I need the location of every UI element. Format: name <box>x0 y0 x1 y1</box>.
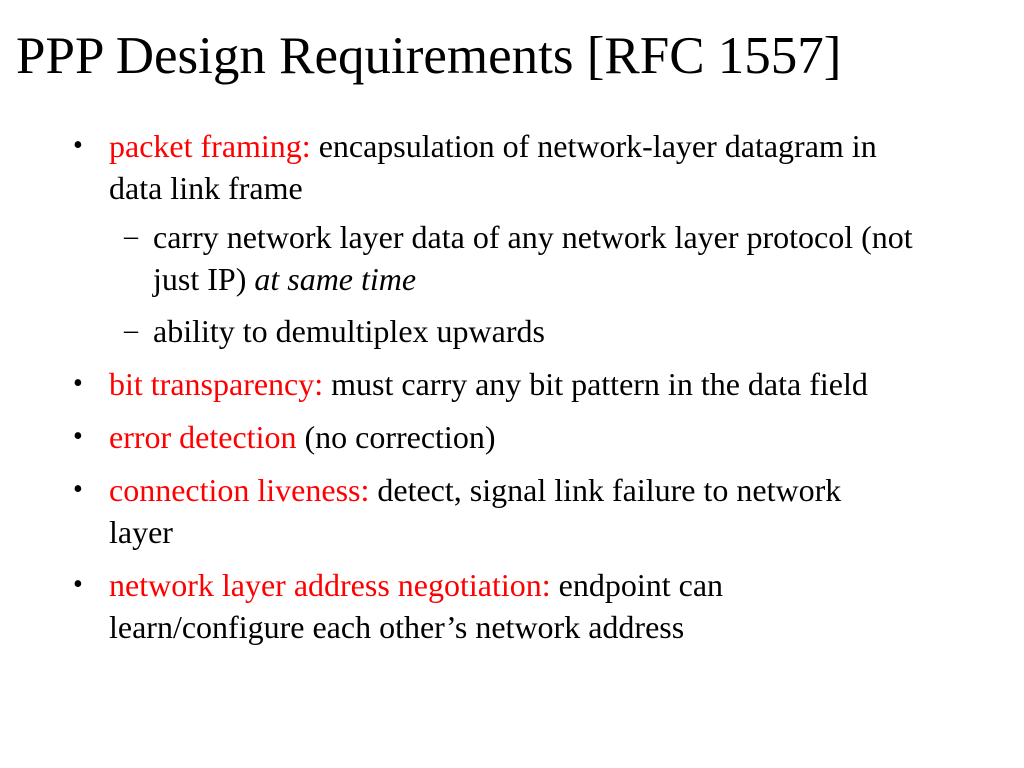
bullet-text: error detection (no correction) <box>109 416 909 458</box>
bullet-description: detect, signal link failure to network l… <box>109 472 842 550</box>
bullet-text: network layer address negotiation: endpo… <box>109 564 909 648</box>
bullet-description: (no correction) <box>296 419 496 455</box>
sub-bullet-text: carry network layer data of any network … <box>153 216 913 300</box>
bullet-term: packet framing: <box>109 128 311 164</box>
sub-bullet-marker: – <box>124 315 138 346</box>
sub-bullet-description: ability to demultiplex upwards <box>153 313 545 349</box>
bullet-item-error-detection: • error detection (no correction) <box>0 416 1024 458</box>
bullet-marker: • <box>73 130 83 161</box>
bullet-description: must carry any bit pattern in the data f… <box>323 366 868 402</box>
bullet-marker: • <box>73 368 83 399</box>
bullet-description: endpoint can learn/configure each other’… <box>109 567 724 645</box>
bullet-term: bit transparency: <box>109 366 324 402</box>
sub-bullet-text: ability to demultiplex upwards <box>153 310 913 352</box>
bullet-marker: • <box>73 474 83 505</box>
slide-title: PPP Design Requirements [RFC 1557] <box>16 27 842 85</box>
bullet-text: connection liveness: detect, signal link… <box>109 469 909 553</box>
sub-bullet-marker: – <box>124 221 138 252</box>
bullet-item-packet-framing: • packet framing: encapsulation of netwo… <box>0 125 1024 209</box>
bullet-list: • packet framing: encapsulation of netwo… <box>0 125 1024 648</box>
bullet-term: error detection <box>109 419 297 455</box>
sub-bullet-item-carry-data: – carry network layer data of any networ… <box>0 216 1024 300</box>
sub-bullet-description: carry network layer data of any network … <box>153 219 913 297</box>
bullet-item-address-negotiation: • network layer address negotiation: end… <box>0 564 1024 648</box>
bullet-marker: • <box>73 569 83 600</box>
bullet-text: packet framing: encapsulation of network… <box>109 125 909 209</box>
bullet-text: bit transparency: must carry any bit pat… <box>109 363 909 405</box>
bullet-term: connection liveness: <box>109 472 370 508</box>
bullet-term: network layer address negotiation: <box>109 567 551 603</box>
bullet-description: encapsulation of network-layer datagram … <box>109 128 877 206</box>
bullet-item-bit-transparency: • bit transparency: must carry any bit p… <box>0 363 1024 405</box>
sub-bullet-item-demultiplex: – ability to demultiplex upwards <box>0 310 1024 352</box>
sub-bullet-emphasis: at same time <box>254 261 417 297</box>
bullet-marker: • <box>73 421 83 452</box>
bullet-item-connection-liveness: • connection liveness: detect, signal li… <box>0 469 1024 553</box>
